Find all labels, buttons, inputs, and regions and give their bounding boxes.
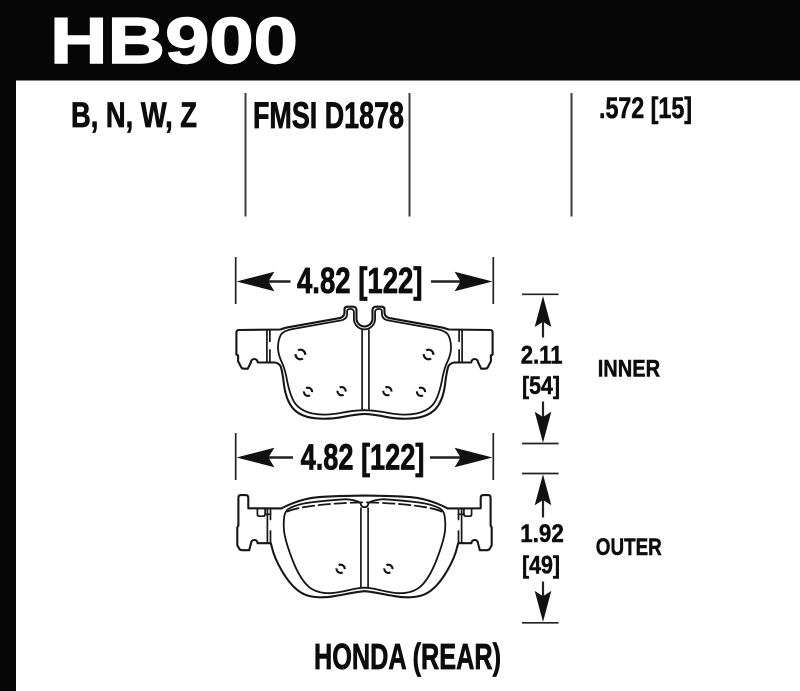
svg-text:FMSI D1878: FMSI D1878 [253,95,404,136]
svg-text:2.11: 2.11 [521,341,563,369]
svg-text:HB900: HB900 [50,4,298,77]
svg-text:OUTER: OUTER [596,534,662,561]
svg-text:HONDA (REAR): HONDA (REAR) [314,636,501,677]
svg-text:.572 [15]: .572 [15] [599,92,692,125]
svg-text:[54]: [54] [522,372,560,400]
svg-text:4.82 [122]: 4.82 [122] [297,260,423,301]
svg-text:[49]: [49] [522,552,560,580]
svg-text:1.92: 1.92 [520,520,564,548]
svg-text:B, N, W, Z: B, N, W, Z [71,96,197,135]
svg-text:INNER: INNER [598,355,661,382]
svg-text:4.82 [122]: 4.82 [122] [301,437,425,478]
